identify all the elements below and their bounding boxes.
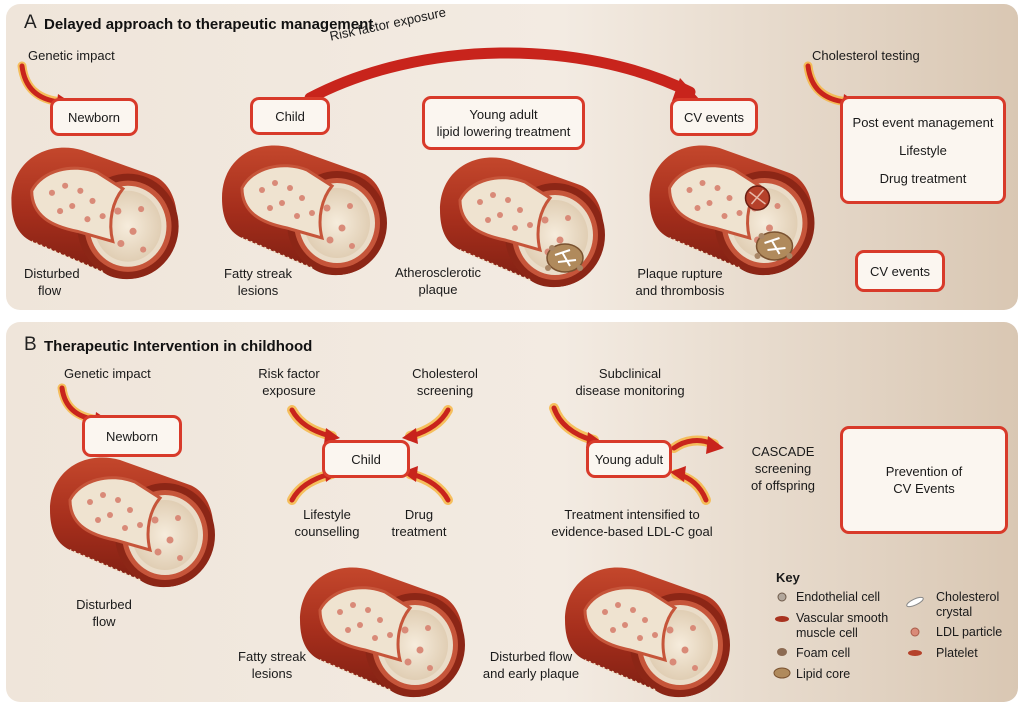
risk-factor-line2: exposure: [262, 383, 316, 398]
key-ldl: LDL particle: [936, 625, 1003, 639]
lifestyle-label-a: Lifestyle: [899, 142, 947, 158]
subclinical-label: Subclinical disease monitoring: [570, 365, 690, 399]
key-endothelial: Endothelial cell: [796, 590, 881, 604]
young-adult-box-a: Young adult lipid lowering treatment: [422, 96, 585, 150]
caption-disturbed-b-line2: flow: [92, 614, 116, 629]
cascade-line2: screening: [754, 461, 812, 476]
key-vsmc: Vascular smooth muscle cell: [796, 611, 888, 641]
chol-screening-line2: screening: [416, 383, 474, 398]
caption-disturbed-a: Disturbed flow: [24, 265, 80, 299]
genetic-impact-label-a: Genetic impact: [28, 48, 115, 63]
key-vsmc-line1: Vascular smooth: [796, 611, 889, 625]
intensified-line2: evidence-based LDL-C goal: [551, 524, 713, 539]
caption-rupture-a-line2: and thrombosis: [635, 283, 725, 298]
post-event-management-label: Post event management: [852, 114, 994, 130]
cascade-label: CASCADE screening of offspring: [748, 443, 818, 494]
panel-b-letter: B: [24, 334, 37, 355]
newborn-box-b: Newborn: [82, 415, 182, 457]
caption-fatty-a: Fatty streak lesions: [218, 265, 298, 299]
newborn-box-a: Newborn: [50, 98, 138, 136]
caption-fatty-b: Fatty streak lesions: [232, 648, 312, 682]
genetic-impact-label-b: Genetic impact: [64, 366, 151, 381]
cholesterol-screening-label: Cholesterol screening: [406, 365, 484, 399]
caption-early-b: Disturbed flow and early plaque: [478, 648, 584, 682]
lipid-lowering-label: lipid lowering treatment: [436, 124, 571, 139]
cascade-line3: of offspring: [750, 478, 816, 493]
key-vsmc-line2: muscle cell: [796, 626, 858, 640]
caption-early-b-line1: Disturbed flow: [489, 649, 573, 664]
caption-disturbed-a-line2: flow: [38, 283, 62, 298]
chol-screening-line1: Cholesterol: [412, 366, 478, 381]
lifestyle-counselling-line2: counselling: [294, 524, 360, 539]
lifestyle-counselling-line1: Lifestyle: [303, 507, 351, 522]
caption-fatty-b-line1: Fatty streak: [238, 649, 306, 664]
prevention-line2: CV Events: [893, 481, 955, 496]
intensified-label: Treatment intensified to evidence-based …: [544, 506, 720, 540]
young-adult-box-b: Young adult: [586, 440, 672, 478]
key-platelet: Platelet: [936, 646, 978, 660]
drug-treatment-line2: treatment: [391, 524, 447, 539]
drug-treatment-label-a: Drug treatment: [879, 170, 967, 186]
caption-early-b-line2: and early plaque: [482, 666, 580, 681]
intensified-line1: Treatment intensified to: [564, 507, 700, 522]
prevention-box: Prevention of CV Events: [840, 426, 1008, 534]
panel-a-title: Delayed approach to therapeutic manageme…: [44, 16, 374, 33]
subclinical-line1: Subclinical: [598, 366, 662, 381]
caption-athero-a-line2: plaque: [418, 282, 458, 297]
child-box-b: Child: [322, 440, 410, 478]
caption-disturbed-a-line1: Disturbed: [24, 266, 80, 281]
key-title: Key: [776, 570, 800, 585]
caption-athero-a-line1: Atherosclerotic: [395, 265, 481, 280]
lifestyle-counselling-label: Lifestyle counselling: [288, 506, 366, 540]
drug-treatment-line1: Drug: [404, 507, 434, 522]
risk-factor-label-b: Risk factor exposure: [254, 365, 324, 399]
key-crystal-line2: crystal: [936, 605, 973, 619]
key-foam: Foam cell: [796, 646, 851, 660]
cholesterol-testing-label: Cholesterol testing: [812, 48, 920, 63]
risk-factor-line1: Risk factor: [258, 366, 320, 381]
panel-a-letter: A: [24, 12, 37, 33]
caption-rupture-a: Plaque rupture and thrombosis: [630, 265, 730, 299]
caption-fatty-b-line2: lesions: [251, 666, 293, 681]
caption-athero-a: Atherosclerotic plaque: [388, 264, 488, 298]
cascade-line1: CASCADE: [751, 444, 815, 459]
young-adult-label-a: Young adult: [469, 107, 538, 122]
cv-events-box-bottom: CV events: [855, 250, 945, 292]
post-event-box: Post event management Lifestyle Drug tre…: [840, 96, 1006, 204]
caption-disturbed-b: Disturbed flow: [74, 596, 134, 630]
cv-events-box-a: CV events: [670, 98, 758, 136]
subclinical-line2: disease monitoring: [575, 383, 685, 398]
key-crystal: Cholesterol crystal: [936, 590, 999, 620]
key-lipid-core: Lipid core: [796, 667, 851, 681]
caption-disturbed-b-line1: Disturbed: [76, 597, 132, 612]
child-box-a: Child: [250, 97, 330, 135]
caption-fatty-a-line1: Fatty streak: [224, 266, 292, 281]
prevention-line1: Prevention of: [885, 464, 963, 479]
key-crystal-line1: Cholesterol: [936, 590, 1000, 604]
panel-b-title: Therapeutic Intervention in childhood: [44, 338, 313, 355]
caption-fatty-a-line2: lesions: [237, 283, 279, 298]
caption-rupture-a-line1: Plaque rupture: [637, 266, 723, 281]
drug-treatment-label-b: Drug treatment: [384, 506, 454, 540]
